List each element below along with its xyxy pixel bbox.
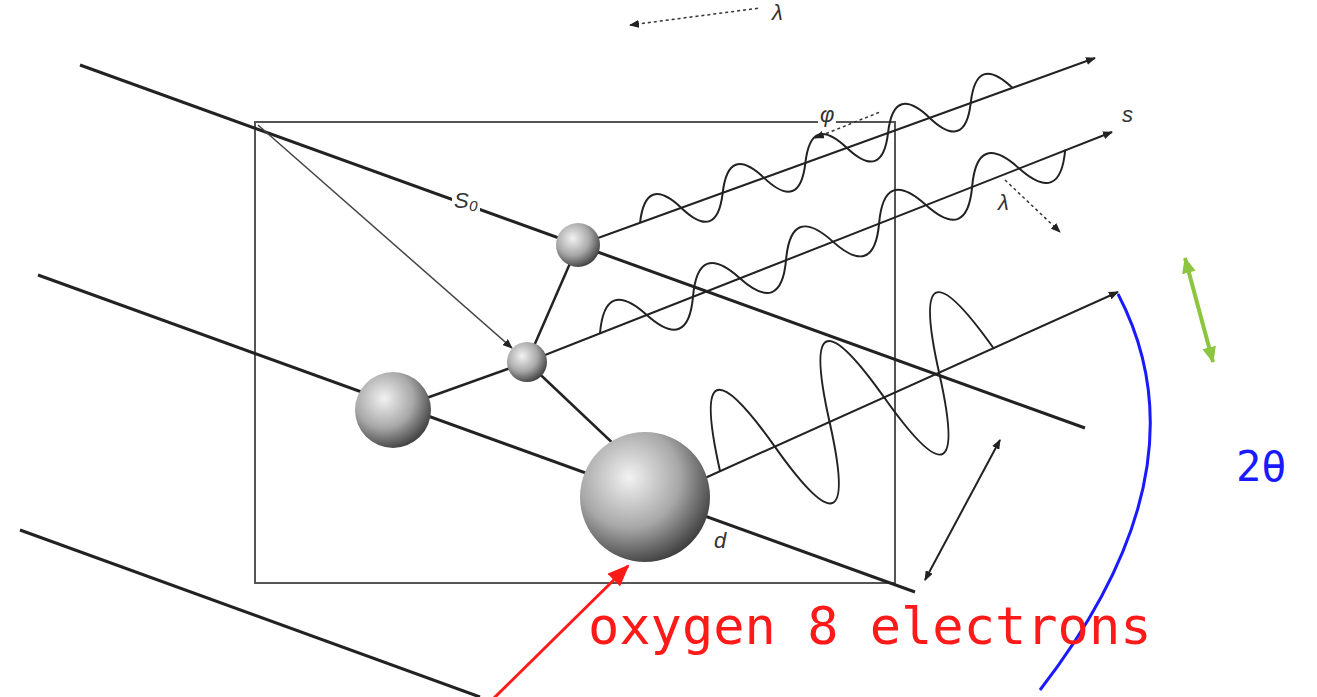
- callout-text: oxygen 8 electrons: [588, 600, 1152, 652]
- scattered-rays: [545, 58, 1118, 478]
- d-arrow: [925, 440, 1000, 580]
- dimension-arrows: [630, 8, 1060, 232]
- phase-label: φ: [818, 104, 836, 126]
- incident-vector-label: S₀: [452, 190, 480, 212]
- incident-beam: [258, 125, 512, 348]
- scatter-vector-label: s: [1120, 104, 1135, 126]
- spacing-label: d: [712, 530, 728, 552]
- displacement-arrow: [1185, 258, 1213, 362]
- angle-label: 2θ: [1236, 446, 1287, 488]
- atoms: [355, 223, 710, 562]
- wavelength-label: λ: [996, 192, 1011, 214]
- wavelength-label: λ: [770, 2, 785, 24]
- unit-cell: [255, 122, 895, 583]
